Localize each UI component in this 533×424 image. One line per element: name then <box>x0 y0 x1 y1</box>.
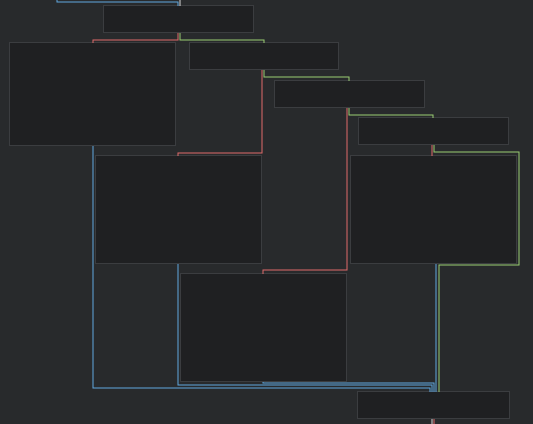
graph-node[interactable] <box>9 42 176 146</box>
graph-node[interactable] <box>180 273 347 382</box>
graph-node[interactable] <box>189 42 339 70</box>
graph-node[interactable] <box>350 155 517 264</box>
graph-node[interactable] <box>103 5 254 33</box>
wire-red-3[interactable] <box>262 108 348 274</box>
graph-node[interactable] <box>358 117 509 145</box>
graph-node[interactable] <box>274 80 425 108</box>
wire-red-2[interactable] <box>177 70 263 156</box>
graph-node[interactable] <box>357 391 510 419</box>
graph-node[interactable] <box>95 155 262 264</box>
